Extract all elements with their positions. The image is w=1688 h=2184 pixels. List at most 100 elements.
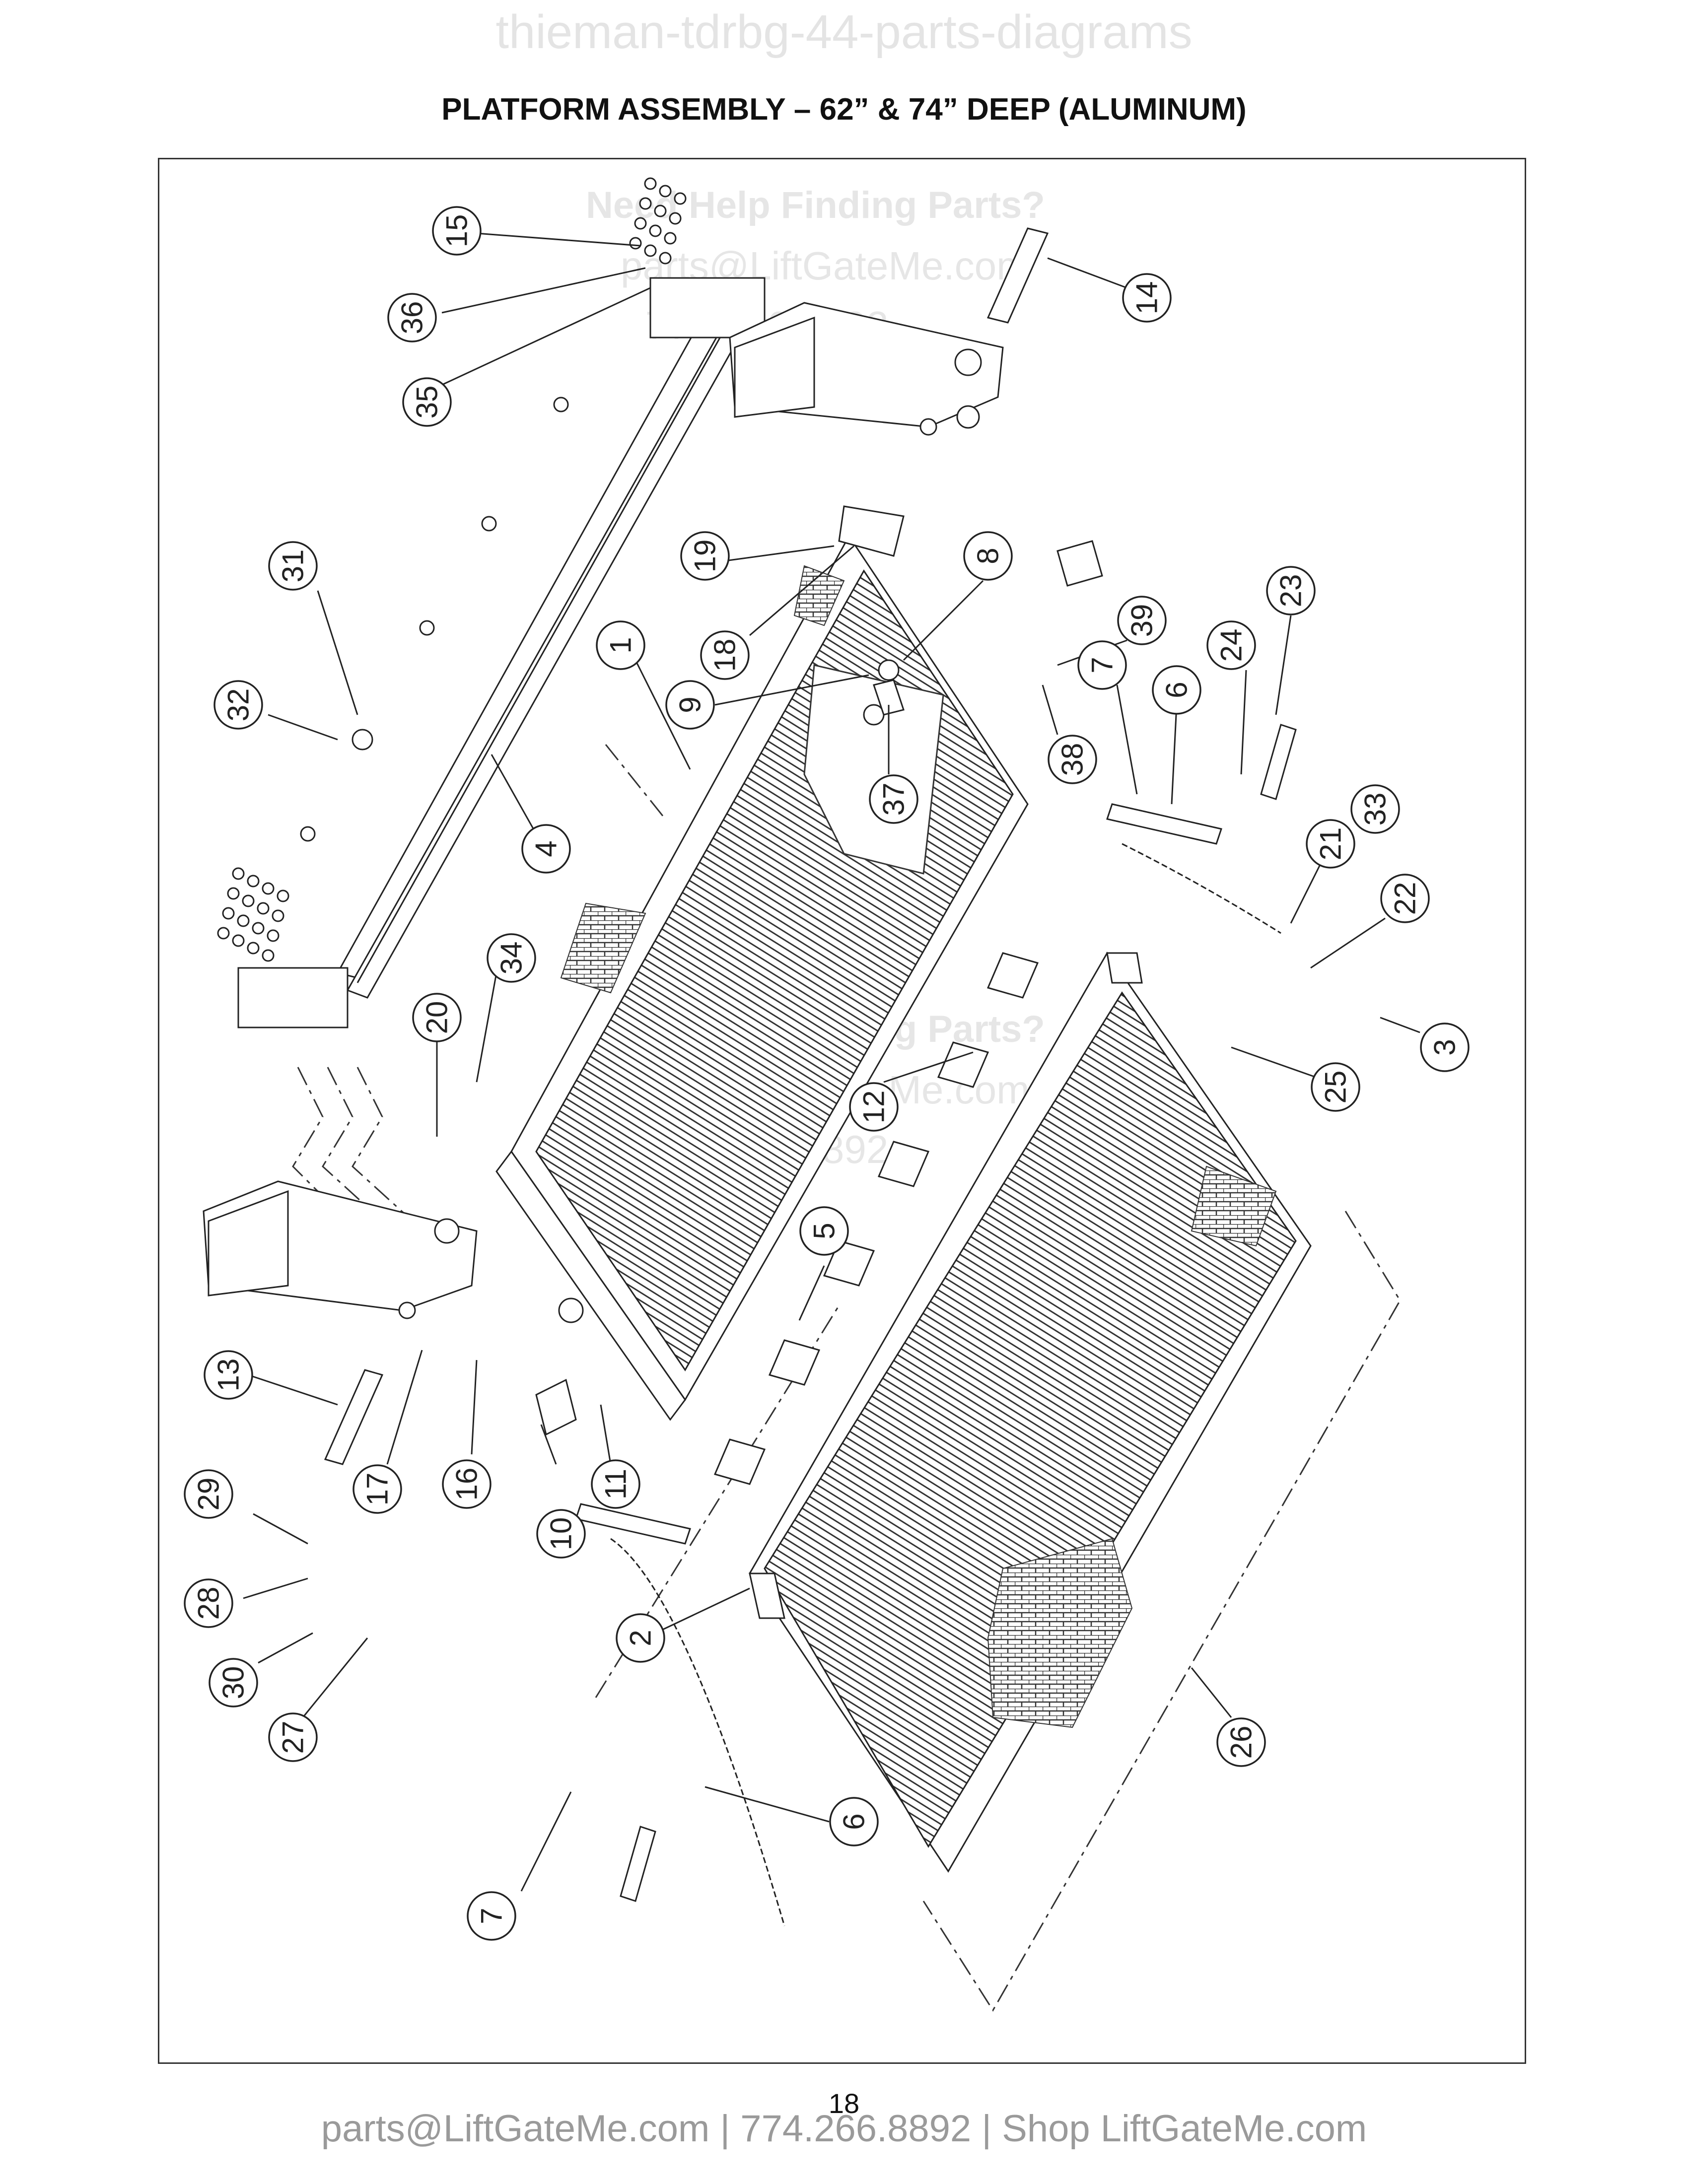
- page-number: 18: [828, 2088, 860, 2119]
- svg-text:7: 7: [1086, 657, 1119, 673]
- callout-34: 34: [487, 933, 536, 983]
- top-fasteners: [629, 177, 687, 265]
- svg-text:22: 22: [1389, 882, 1422, 915]
- callout-13: 13: [204, 1350, 253, 1400]
- svg-text:15: 15: [440, 214, 474, 248]
- lower-fasteners: [217, 867, 289, 962]
- svg-text:19: 19: [689, 540, 722, 573]
- callout-24: 24: [1206, 620, 1256, 670]
- callout-5: 5: [799, 1206, 849, 1256]
- callout-4: 4: [521, 824, 571, 874]
- chain-lower: [610, 1538, 785, 1926]
- phantom-line: [352, 1067, 408, 1217]
- callout-25: 25: [1311, 1062, 1360, 1112]
- callout-27: 27: [268, 1712, 318, 1762]
- phantom-line: [605, 744, 666, 819]
- callout-26: 26: [1216, 1717, 1266, 1767]
- svg-text:30: 30: [217, 1666, 250, 1700]
- svg-text:6: 6: [838, 1813, 871, 1830]
- svg-text:9: 9: [674, 696, 707, 713]
- lower-hinge-bracket: [203, 967, 478, 1319]
- callout-6: 6: [1152, 665, 1201, 715]
- callout-9: 9: [665, 680, 715, 730]
- footer-contact: parts@LiftGateMe.com | 774.266.8892 | Sh…: [321, 2108, 1367, 2150]
- callout-10: 10: [536, 1509, 586, 1559]
- callout-7-lower: 7: [467, 1891, 516, 1941]
- top-hinge-bracket: [649, 277, 1004, 436]
- callout-1: 1: [596, 620, 645, 670]
- callout-16: 16: [442, 1459, 492, 1509]
- hinge-pin-bottom: [324, 1369, 384, 1465]
- svg-text:16: 16: [450, 1468, 484, 1501]
- svg-text:11: 11: [599, 1469, 633, 1500]
- svg-text:2: 2: [624, 1630, 657, 1646]
- svg-text:14: 14: [1130, 281, 1164, 315]
- svg-text:39: 39: [1125, 604, 1159, 637]
- svg-text:33: 33: [1359, 793, 1392, 826]
- callout-31: 31: [268, 541, 318, 591]
- lower-platform-section: [749, 952, 1312, 1873]
- svg-text:13: 13: [212, 1359, 245, 1392]
- callout-36: 36: [387, 293, 437, 342]
- page-title: PLATFORM ASSEMBLY – 62” & 74” DEEP (ALUM…: [441, 92, 1247, 127]
- svg-text:26: 26: [1225, 1726, 1258, 1759]
- chain-upper: [1122, 843, 1281, 934]
- svg-text:38: 38: [1056, 743, 1089, 776]
- svg-text:23: 23: [1274, 574, 1308, 608]
- callout-35: 35: [402, 377, 452, 427]
- callout-29: 29: [184, 1469, 233, 1519]
- svg-text:27: 27: [277, 1721, 310, 1754]
- callout-38: 38: [1048, 735, 1097, 784]
- callout-2: 2: [616, 1613, 665, 1663]
- callout-17: 17: [352, 1464, 402, 1514]
- svg-text:21: 21: [1314, 827, 1347, 861]
- callout-21: 21: [1306, 819, 1355, 869]
- hinge-pin-top: [986, 227, 1049, 324]
- svg-text:3: 3: [1428, 1039, 1462, 1055]
- upper-platform-section: [495, 505, 1029, 1421]
- callout-39: 39: [1117, 596, 1167, 645]
- svg-text:31: 31: [277, 549, 310, 583]
- watermark-title: thieman-tdrbg-44-parts-diagrams: [495, 5, 1193, 59]
- svg-text:18: 18: [708, 639, 742, 672]
- svg-text:8: 8: [972, 547, 1005, 564]
- svg-text:32: 32: [222, 688, 255, 722]
- callout-3: 3: [1420, 1023, 1470, 1072]
- svg-text:24: 24: [1215, 629, 1248, 662]
- callout-20: 20: [412, 993, 462, 1042]
- small-hardware: [300, 397, 1297, 1902]
- callout-19: 19: [680, 531, 730, 581]
- callout-37: 37: [869, 774, 918, 824]
- svg-text:17: 17: [361, 1473, 394, 1506]
- svg-text:28: 28: [192, 1587, 225, 1620]
- callout-32: 32: [213, 680, 263, 730]
- phantom-line: [322, 1067, 378, 1217]
- svg-text:35: 35: [411, 386, 444, 419]
- leader-lines: [243, 232, 1420, 1892]
- callout-7: 7: [1077, 640, 1127, 690]
- svg-text:20: 20: [421, 1001, 454, 1034]
- callout-12: 12: [849, 1082, 899, 1132]
- svg-text:6: 6: [1160, 682, 1194, 698]
- svg-text:10: 10: [545, 1517, 578, 1551]
- callout-33: 33: [1350, 784, 1400, 834]
- exploded-parts-diagram: 15 36 35 14 31 32 19 18 8 9 39 38 23 24 …: [184, 177, 1470, 2012]
- callout-18: 18: [700, 630, 750, 680]
- callout-28: 28: [184, 1578, 233, 1628]
- svg-text:1: 1: [604, 637, 637, 653]
- svg-text:4: 4: [530, 840, 563, 857]
- svg-text:37: 37: [877, 783, 911, 816]
- phantom-line: [922, 1211, 1401, 2012]
- callout-8: 8: [963, 531, 1013, 581]
- svg-text:34: 34: [495, 942, 528, 975]
- callout-6-lower: 6: [829, 1797, 879, 1846]
- svg-text:25: 25: [1319, 1071, 1352, 1104]
- callout-30: 30: [209, 1658, 258, 1707]
- diagram-frame: [158, 158, 1526, 2064]
- svg-text:36: 36: [396, 301, 429, 335]
- svg-text:7: 7: [475, 1908, 508, 1924]
- callout-11: 11: [591, 1459, 640, 1509]
- callout-14: 14: [1122, 273, 1172, 323]
- callout-15: 15: [432, 206, 482, 256]
- callout-23: 23: [1266, 566, 1316, 615]
